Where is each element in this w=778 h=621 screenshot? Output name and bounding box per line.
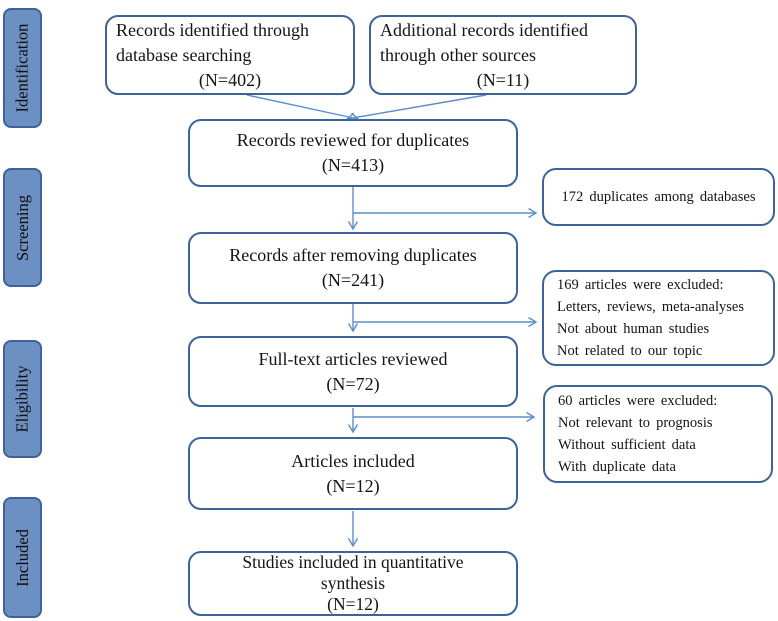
box-records-identified-line1: Records identified through [116, 19, 309, 40]
arrow-identified-to-review [246, 94, 360, 123]
box-fulltext-excluded-line3: Without sufficient data [558, 437, 696, 453]
stage-identification: Identification [3, 8, 42, 128]
stage-eligibility: Eligibility [3, 340, 42, 458]
box-articles-included-title: Articles included [291, 450, 415, 471]
box-studies-quantitative-n: (N=12) [327, 594, 379, 614]
box-fulltext-excluded: 60 articles were excluded: Not relevant … [543, 385, 773, 483]
box-additional-records-line2: through other sources [380, 44, 536, 65]
box-screening-excluded-line3: Not about human studies [557, 321, 710, 337]
box-screening-excluded-line4: Not related to our topic [557, 343, 703, 359]
box-records-after-removing-duplicates-title: Records after removing duplicates [229, 245, 477, 265]
stage-eligibility-label: Eligibility [12, 365, 32, 433]
box-full-text-reviewed: Full-text articles reviewed (N=72) [188, 336, 518, 407]
box-fulltext-excluded-line4: With duplicate data [558, 459, 676, 475]
stage-identification-label: Identification [12, 23, 32, 113]
box-records-reviewed-duplicates-title: Records reviewed for duplicates [236, 130, 470, 150]
stage-included-label: Included [12, 528, 32, 587]
box-records-reviewed-duplicates-n: (N=413) [321, 155, 385, 175]
box-studies-quantitative-line1: Studies included in quantitative [242, 552, 464, 572]
box-additional-records: Additional records identified through ot… [369, 15, 637, 95]
box-additional-records-line1: Additional records identified [380, 19, 588, 40]
box-studies-quantitative-line2: synthesis [320, 573, 386, 593]
box-studies-quantitative: Studies included in quantitative synthes… [188, 551, 518, 616]
box-records-after-removing-duplicates-n: (N=241) [321, 270, 385, 290]
box-records-identified-n: (N=402) [198, 69, 262, 90]
box-records-identified: Records identified through database sear… [105, 15, 355, 95]
box-duplicates-excluded: 172 duplicates among databases [542, 168, 775, 226]
box-duplicates-excluded-line1: 172 duplicates among databases [561, 189, 756, 205]
box-screening-excluded-line1: 169 articles were excluded: [557, 277, 724, 293]
box-records-identified-line2: database searching [116, 44, 252, 65]
box-screening-excluded-line2: Letters, reviews, meta-analyses [557, 299, 744, 315]
box-screening-excluded: 169 articles were excluded: Letters, rev… [542, 270, 775, 366]
box-additional-records-n: (N=11) [476, 69, 530, 90]
stage-screening: Screening [3, 168, 42, 287]
box-fulltext-excluded-line1: 60 articles were excluded: [558, 393, 718, 409]
stage-included: Included [3, 497, 42, 618]
box-fulltext-excluded-line2: Not relevant to prognosis [558, 415, 713, 431]
box-articles-included: Articles included (N=12) [188, 437, 518, 510]
stage-screening-label: Screening [12, 194, 32, 261]
box-articles-included-n: (N=12) [326, 475, 380, 496]
box-records-reviewed-duplicates: Records reviewed for duplicates (N=413) [188, 119, 518, 187]
box-records-after-removing-duplicates: Records after removing duplicates (N=241… [188, 232, 518, 304]
box-full-text-reviewed-n: (N=72) [326, 373, 380, 394]
arrow-additional-to-review [345, 94, 487, 123]
box-full-text-reviewed-title: Full-text articles reviewed [258, 348, 448, 369]
